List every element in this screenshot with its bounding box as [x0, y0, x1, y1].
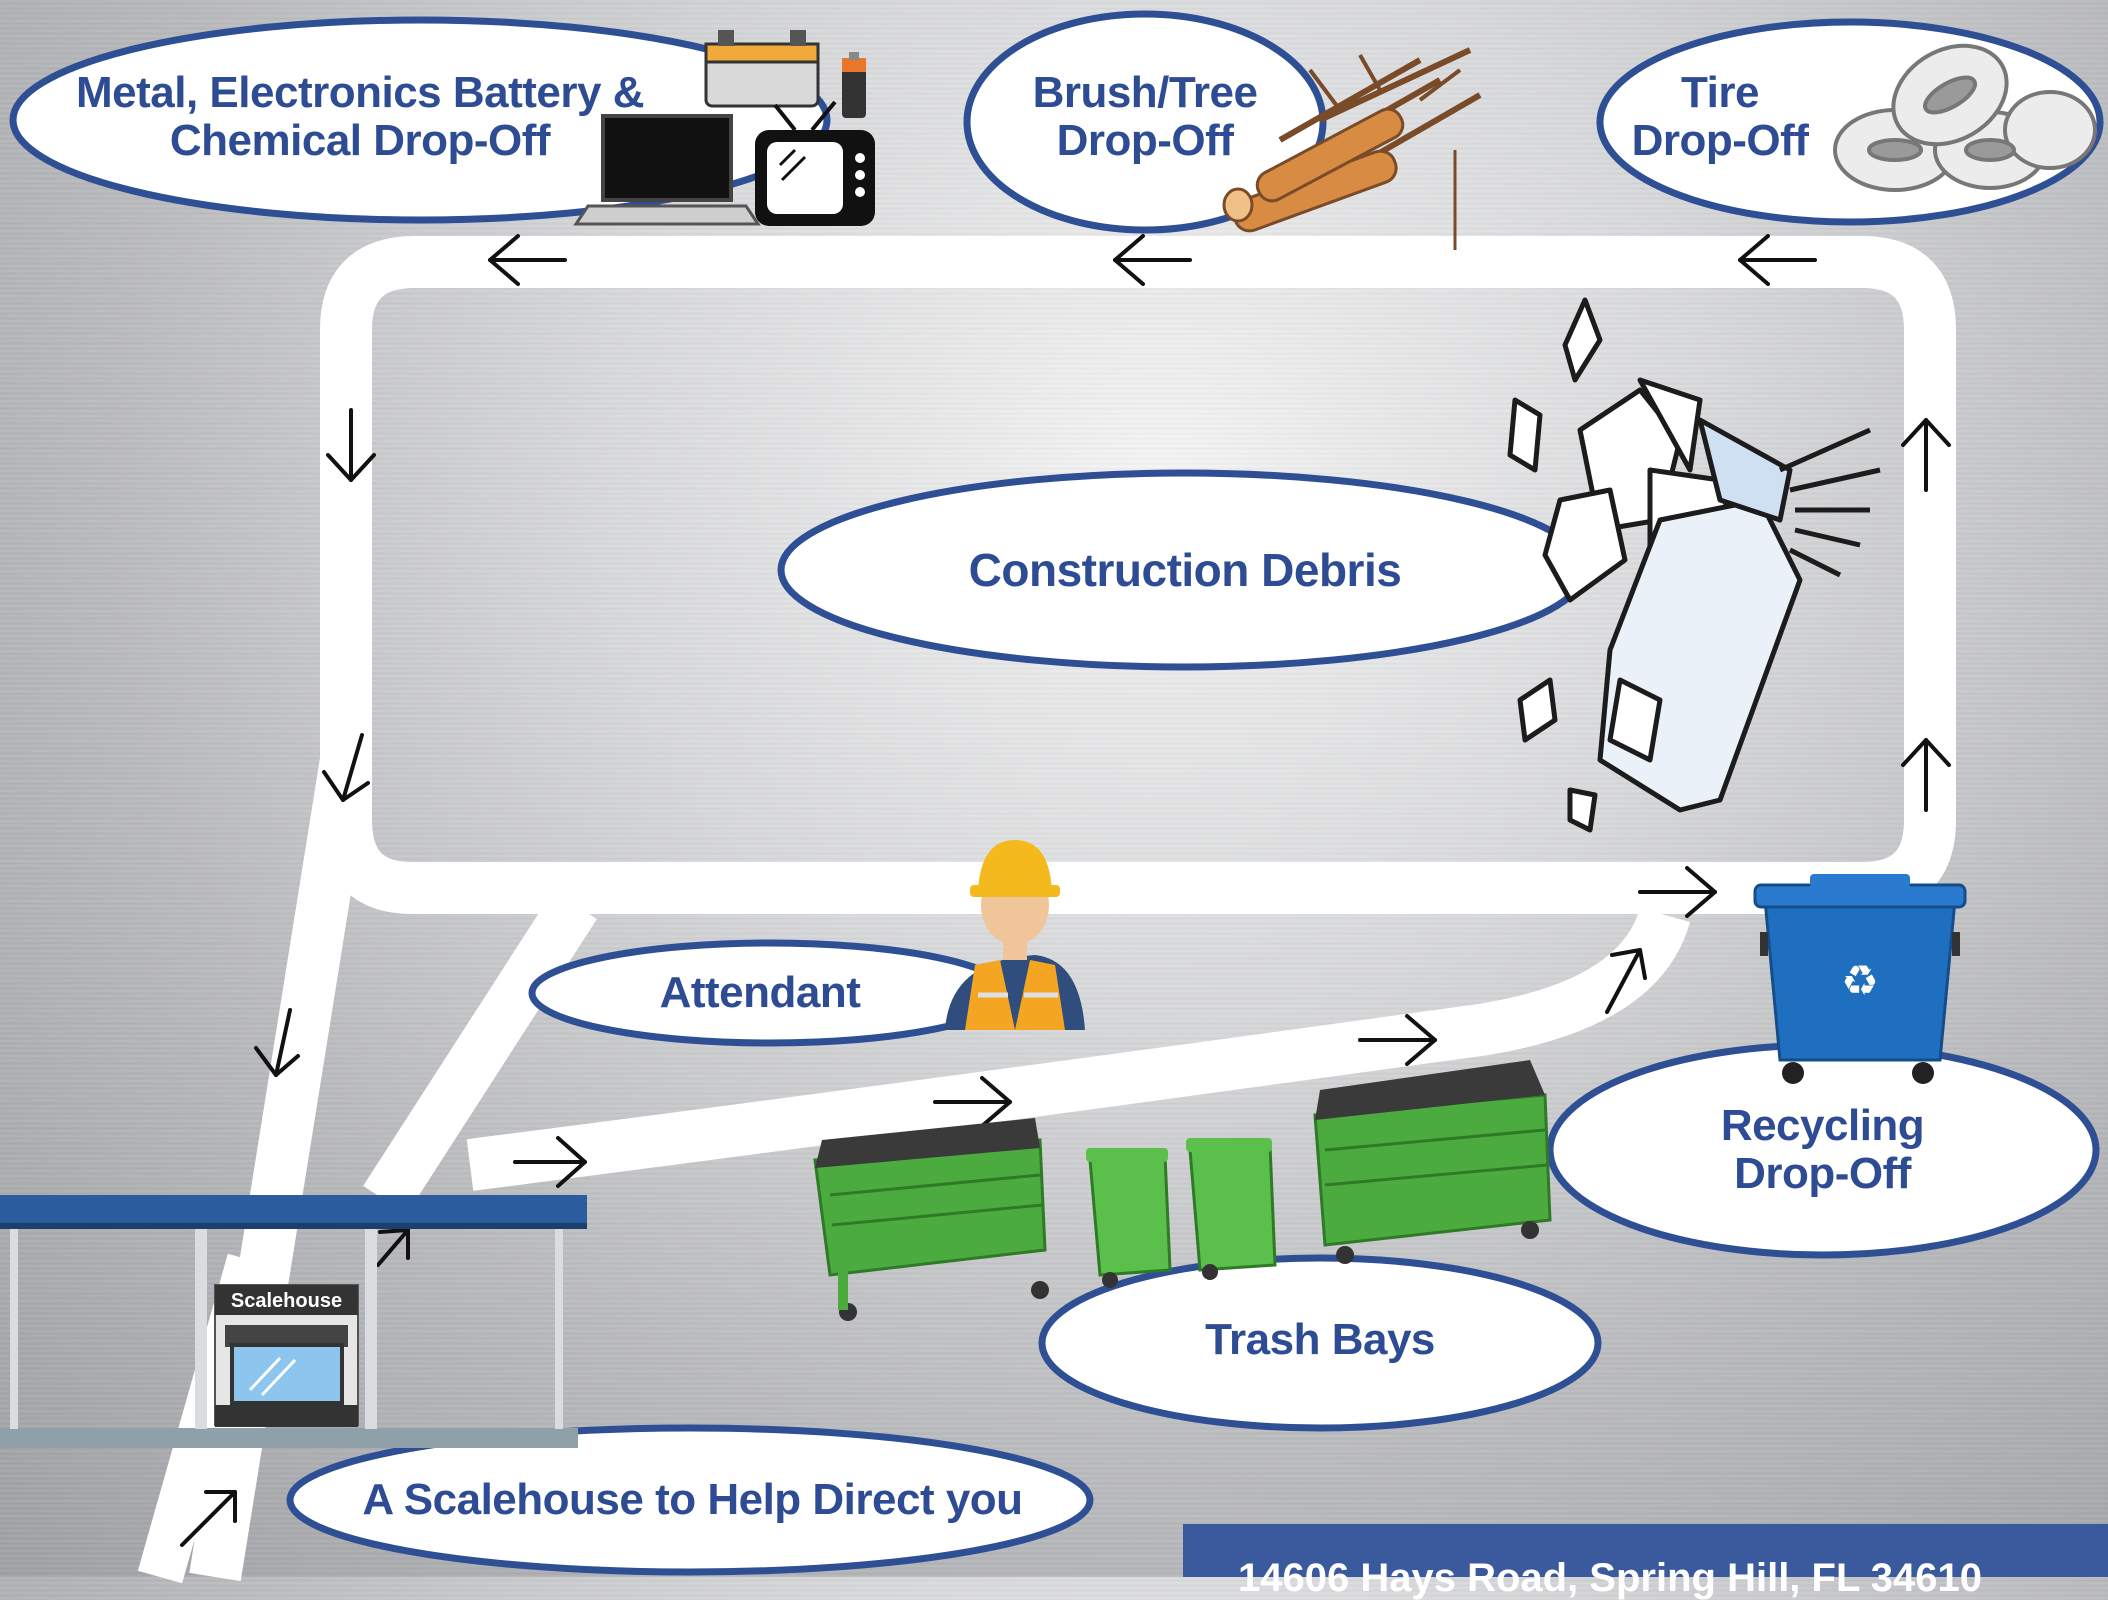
metal-label-line1: Metal, Electronics Battery &: [76, 67, 644, 117]
metal-electronics-label: Metal, Electronics Battery & Chemical Dr…: [40, 62, 680, 172]
construction-debris-label: Construction Debris: [968, 543, 1402, 596]
direction-arrow-icon: [1605, 948, 1647, 1014]
recycling-label-line1: Recycling: [1720, 1100, 1925, 1150]
direction-arrow-icon: [376, 1228, 410, 1267]
scalehouse-building-icon: [0, 1195, 587, 1448]
recycle-bin-icon: ♻: [1753, 874, 1967, 1084]
worker-icon: [945, 840, 1085, 1030]
direction-arrows: [180, 234, 1951, 1547]
tire-label-line2: Drop-Off: [1631, 116, 1809, 165]
brush-label-line1: Brush/Tree: [1032, 67, 1258, 117]
scalehouse-help-label: A Scalehouse to Help Direct you: [362, 1474, 1023, 1524]
direction-arrow-icon: [322, 733, 370, 802]
concrete-rubble-icon: [1507, 297, 1881, 833]
laptop-icon: [573, 114, 761, 226]
trash-ellipse: [1038, 1254, 1602, 1432]
direction-arrow-icon: [488, 234, 567, 286]
recycling-label: Recycling Drop-Off: [1640, 1090, 2005, 1210]
firewood-icon: [1222, 47, 1482, 250]
trash-bays-label: Trash Bays: [1205, 1314, 1435, 1364]
direction-arrow-icon: [1901, 738, 1951, 812]
trash-cart-icon: [1186, 1138, 1277, 1280]
trash-cart-icon: [1086, 1148, 1172, 1288]
scalehouse-sign: Scalehouse: [230, 1290, 343, 1312]
brush-ellipse: [963, 10, 1327, 234]
direction-arrow-icon: [1901, 418, 1951, 492]
metal-label-line2: Chemical Drop-Off: [169, 116, 551, 165]
tire-label: Tire Drop-Off: [1600, 62, 1840, 172]
brush-label-line2: Drop-Off: [1056, 116, 1234, 165]
brush-tree-label: Brush/Tree Drop-Off: [995, 62, 1295, 172]
direction-arrow-icon: [513, 1136, 587, 1188]
tire-label-line1: Tire: [1681, 67, 1759, 117]
svg-text:♻: ♻: [1841, 956, 1879, 1005]
dumpster-icon: [813, 1118, 1049, 1321]
direction-arrow-icon: [1358, 1014, 1437, 1066]
direction-arrow-icon: [326, 408, 376, 482]
dumpster-icon: [1313, 1060, 1552, 1264]
attendant-label: Attendant: [659, 967, 861, 1017]
direction-arrow-icon: [254, 1008, 300, 1077]
tires-icon: [1833, 43, 2097, 192]
direction-arrow-icon: [933, 1076, 1012, 1128]
car-battery-icon: [704, 30, 820, 108]
direction-arrow-icon: [180, 1490, 237, 1547]
tv-icon: [755, 100, 875, 226]
recycling-label-line2: Drop-Off: [1734, 1149, 1911, 1198]
scalehouse-ellipse: [286, 1424, 1094, 1576]
direction-arrow-icon: [1113, 234, 1192, 286]
direction-arrow-icon: [1738, 234, 1817, 286]
aa-battery-icon: [842, 52, 866, 118]
direction-arrow-icon: [1638, 866, 1717, 918]
address-bar: 14606 Hays Road, Spring Hill, FL 34610: [1183, 1524, 2108, 1598]
